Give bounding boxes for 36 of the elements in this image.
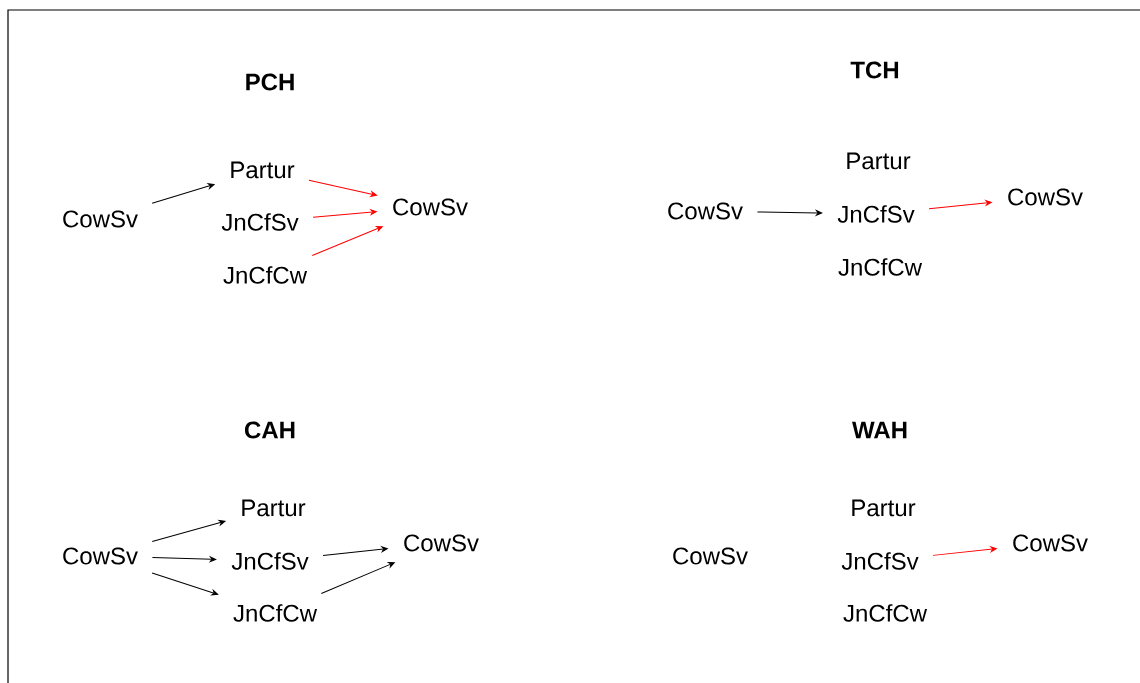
panel-title: TCH <box>850 61 899 79</box>
arrow <box>311 226 383 256</box>
arrow <box>312 209 377 218</box>
node-label: Partur <box>242 499 306 517</box>
node-label: CowSv <box>63 547 138 565</box>
node-label: Partur <box>231 161 295 179</box>
panel-title: PCH <box>246 73 294 91</box>
node-label: JnCfSv <box>837 205 915 223</box>
arrow <box>756 210 823 216</box>
arrow <box>151 556 217 563</box>
node-label: Partur <box>847 152 911 170</box>
node-label: JnCfSv <box>841 552 919 570</box>
node-label: Partur <box>852 499 916 517</box>
arrow <box>320 562 395 594</box>
node-label: JnCfCw <box>223 266 308 284</box>
node-label: CowSv <box>393 198 468 216</box>
arrow <box>151 572 219 596</box>
node-label: JnCfCw <box>843 604 928 622</box>
node-label: CowSv <box>673 547 748 565</box>
node-label: JnCfCw <box>233 604 318 622</box>
node-label: CowSv <box>1013 534 1088 552</box>
node-label: CowSv <box>404 534 479 552</box>
node-label: CowSv <box>1008 188 1083 206</box>
node-label: JnCfSv <box>231 552 309 570</box>
node-label: CowSv <box>63 210 138 228</box>
arrow <box>932 546 997 556</box>
node-label: CowSv <box>668 202 743 220</box>
node-label: JnCfSv <box>221 213 299 231</box>
arrow <box>151 183 215 204</box>
node-label: JnCfCw <box>838 258 923 276</box>
arrow <box>322 546 388 556</box>
panel-title: CAH <box>245 421 295 439</box>
panel-title: WAH <box>852 421 907 439</box>
arrow <box>308 179 377 197</box>
arrow <box>151 520 226 542</box>
arrow <box>928 200 992 210</box>
